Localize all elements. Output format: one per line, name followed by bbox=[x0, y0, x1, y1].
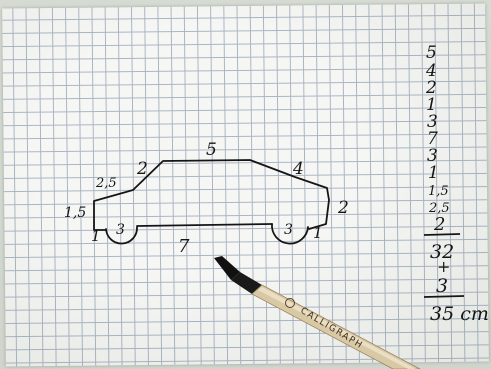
label-front-overhang: 1 bbox=[313, 224, 323, 242]
calligraphy-pen: CALLIGRAPH bbox=[214, 256, 421, 369]
front-wheel-arc bbox=[271, 223, 309, 245]
sum-addend: 3 bbox=[427, 112, 438, 132]
label-rear-overhang: 1 bbox=[91, 227, 101, 245]
sum-total: 35 cm bbox=[430, 303, 489, 325]
sum-addend: 1,5 bbox=[428, 184, 449, 199]
sum-addend: 2 bbox=[433, 214, 445, 235]
pen-nib bbox=[214, 256, 240, 280]
car-underside-line bbox=[136, 223, 273, 227]
sum-addend: 3 bbox=[427, 146, 438, 166]
car-measurements: 5 4 2 2,5 1,5 2 7 1 3 3 1 bbox=[64, 140, 349, 257]
label-front-wheel: 3 bbox=[284, 222, 293, 238]
sum-column: 5 4 2 1 3 7 3 1 1,5 2,5 2 32 + 3 35 cm bbox=[423, 43, 489, 325]
label-windshield: 4 bbox=[292, 159, 304, 179]
label-trunk: 2,5 bbox=[95, 176, 117, 191]
sum-addend: 1 bbox=[426, 95, 437, 115]
label-roof: 5 bbox=[206, 140, 217, 160]
car-outline bbox=[93, 159, 330, 245]
sum-addend: 1 bbox=[428, 163, 439, 183]
sum-extra: 3 bbox=[436, 275, 448, 297]
pen-barrel-highlight bbox=[258, 287, 416, 369]
sum-addend: 2,5 bbox=[428, 201, 450, 216]
car-body-line bbox=[93, 159, 330, 231]
sum-addend: 4 bbox=[425, 61, 437, 81]
sum-addend: 7 bbox=[427, 129, 438, 149]
sum-total-underline bbox=[423, 295, 465, 298]
sum-subtotal: 32 bbox=[430, 241, 454, 263]
label-rear-wheel: 3 bbox=[116, 222, 125, 238]
pen-cone bbox=[231, 272, 262, 294]
label-rear-window: 2 bbox=[136, 159, 148, 179]
label-rear-height: 1,5 bbox=[64, 205, 86, 221]
pen-brand-text: CALLIGRAPH bbox=[298, 306, 364, 351]
sum-addend: 2 bbox=[425, 78, 437, 98]
label-wheelbase: 7 bbox=[178, 236, 190, 257]
sum-plus: + bbox=[437, 257, 450, 276]
pen-logo bbox=[285, 298, 295, 308]
sum-addend: 5 bbox=[426, 43, 437, 63]
rear-wheel-arc bbox=[105, 226, 138, 245]
sum-underline bbox=[423, 233, 461, 236]
label-front-height: 2 bbox=[337, 198, 349, 218]
